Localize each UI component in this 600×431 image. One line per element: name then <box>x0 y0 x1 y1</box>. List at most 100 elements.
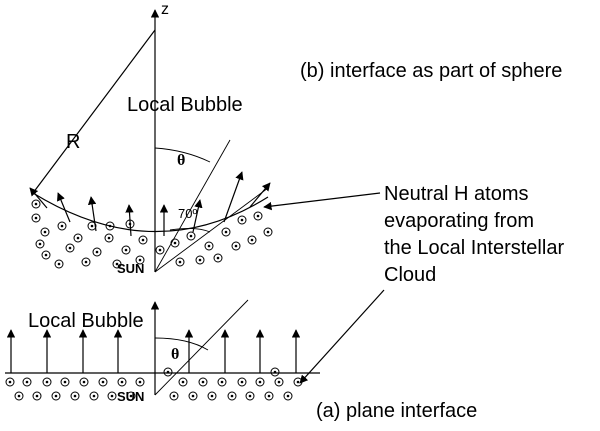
atom-symbol <box>107 391 117 401</box>
local-bubble-label-top: Local Bubble <box>127 94 243 116</box>
atom-symbol <box>81 257 91 267</box>
z-axis-label: z <box>161 1 169 18</box>
neutral-h-line2: evaporating from <box>384 210 534 232</box>
atom-symbol <box>117 377 127 387</box>
atom-symbol <box>41 250 51 260</box>
atoms-top <box>31 199 273 269</box>
atom-symbol <box>57 221 67 231</box>
atom-symbol <box>22 377 32 387</box>
neutral-h-line3: the Local Interstellar <box>384 237 564 259</box>
atom-symbol <box>112 259 122 269</box>
atom-symbol <box>54 259 64 269</box>
atom-symbol <box>14 391 24 401</box>
atom-symbol <box>221 227 231 237</box>
atom-symbol <box>125 219 135 229</box>
atom-symbol <box>237 215 247 225</box>
atom-symbol <box>51 391 61 401</box>
atom-symbol <box>188 391 198 401</box>
atom-symbol <box>195 255 205 265</box>
arrow-top-2 <box>57 192 71 223</box>
arrow-top-7 <box>223 171 244 223</box>
atom-symbol <box>227 391 237 401</box>
atom-symbol <box>247 235 257 245</box>
theta-direction-line <box>154 139 231 273</box>
atom-symbol <box>32 391 42 401</box>
atom-symbol <box>42 377 52 387</box>
atom-symbol <box>175 257 185 267</box>
panel-b-spherical-interface: z R θ 70º Local Bubble (b) interface as … <box>29 1 562 276</box>
atom-symbol <box>255 377 265 387</box>
theta-direction-line-bottom <box>154 299 249 396</box>
interface-a-label: (a) plane interface <box>316 400 477 422</box>
atom-symbol <box>231 241 241 251</box>
atom-symbol <box>169 391 179 401</box>
atom-symbol <box>217 377 227 387</box>
atom-symbol <box>89 391 99 401</box>
arrow-top-6 <box>192 199 203 233</box>
theta-arc-top <box>154 147 211 163</box>
angle-70-arc <box>169 227 211 233</box>
atoms-bottom <box>5 367 303 401</box>
angle-70-label: 70º <box>178 206 197 221</box>
atom-symbol <box>253 211 263 221</box>
theta-label-top: θ <box>177 152 185 169</box>
arrow-top-3 <box>87 196 97 232</box>
neutral-h-annotation: Neutral H atoms evaporating from the Loc… <box>263 183 564 384</box>
atom-symbol <box>170 238 180 248</box>
atom-symbol <box>263 227 273 237</box>
atom-symbol <box>135 377 145 387</box>
local-bubble-label-bottom: Local Bubble <box>28 310 144 332</box>
atom-symbol <box>178 377 188 387</box>
atom-symbol <box>198 377 208 387</box>
panel-a-plane-interface: θ Local Bubble SUN (a) plane interface <box>5 299 477 422</box>
atom-symbol <box>138 235 148 245</box>
atom-symbol <box>104 233 114 243</box>
spherical-interface-arc <box>32 192 269 233</box>
atom-symbol <box>79 377 89 387</box>
atom-symbol <box>121 245 131 255</box>
atom-symbol <box>31 199 41 209</box>
atom-symbol <box>207 391 217 401</box>
atom-symbol <box>274 377 284 387</box>
atom-symbol <box>245 391 255 401</box>
atom-symbol <box>293 377 303 387</box>
atom-symbol <box>98 377 108 387</box>
arrow-top-8 <box>249 182 271 208</box>
atom-symbol <box>264 391 274 401</box>
atom-symbol <box>105 221 115 231</box>
atom-symbol <box>155 245 165 255</box>
atom-symbol <box>65 243 75 253</box>
atom-symbol <box>270 367 280 377</box>
atom-symbol <box>87 221 97 231</box>
neutral-h-line4: Cloud <box>384 264 436 286</box>
atom-symbol <box>35 239 45 249</box>
radius-line <box>32 29 156 194</box>
evaporation-arrows-top <box>29 171 271 237</box>
atom-symbol <box>237 377 247 387</box>
atom-symbol <box>186 231 196 241</box>
arrow-top-1 <box>29 187 48 209</box>
atom-symbol <box>126 391 136 401</box>
theta-label-bottom: θ <box>171 346 179 363</box>
evaporation-arrows-bottom <box>6 329 301 373</box>
sun-label-top: SUN <box>117 261 144 276</box>
radius-label: R <box>66 131 80 153</box>
atom-symbol <box>5 377 15 387</box>
sun-label-bottom: SUN <box>117 389 144 404</box>
atom-symbol <box>92 247 102 257</box>
atom-symbol <box>40 227 50 237</box>
atom-symbol <box>70 391 80 401</box>
interface-b-label: (b) interface as part of sphere <box>300 60 562 82</box>
atom-symbol <box>31 213 41 223</box>
atom-symbol <box>135 255 145 265</box>
pointer-to-sphere <box>263 192 381 211</box>
neutral-h-line1: Neutral H atoms <box>384 183 529 205</box>
atom-symbol <box>73 233 83 243</box>
atom-symbol <box>283 391 293 401</box>
atom-symbol <box>213 253 223 263</box>
atom-symbol <box>163 367 173 377</box>
theta-arc-bottom <box>154 337 209 351</box>
atom-symbol <box>204 241 214 251</box>
atom-symbol <box>60 377 70 387</box>
